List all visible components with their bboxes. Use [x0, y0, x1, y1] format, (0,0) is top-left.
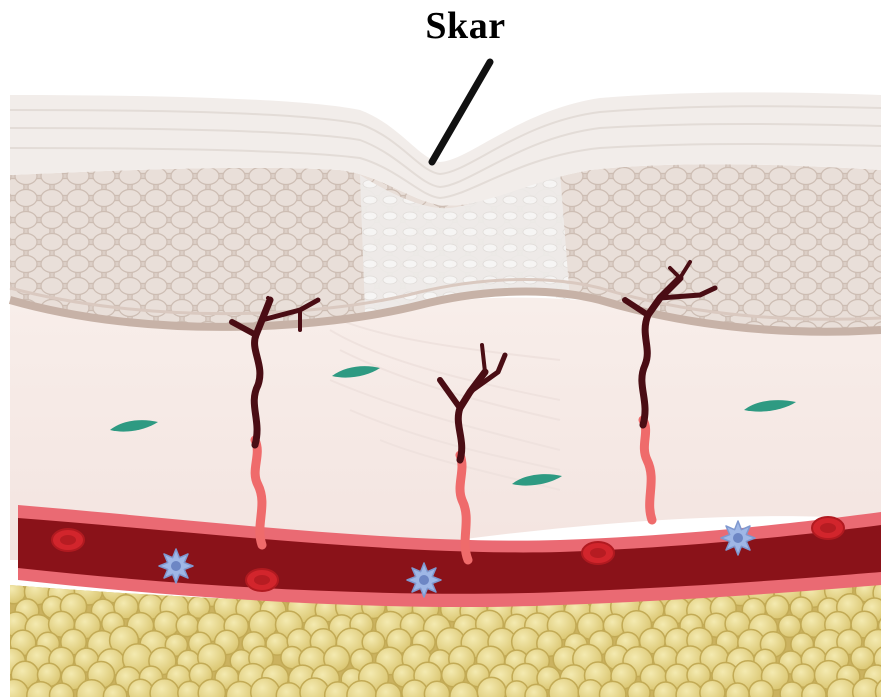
red-blood-cell-center	[254, 575, 270, 585]
fat-cell	[178, 681, 201, 697]
fat-cell	[128, 679, 153, 697]
red-blood-cell-center	[590, 548, 606, 558]
immune-cell-nucleus	[419, 575, 429, 585]
immune-cell-nucleus	[171, 561, 181, 571]
immune-cell-nucleus	[733, 533, 743, 543]
fat-cell	[628, 682, 650, 697]
red-blood-cell-center	[60, 535, 76, 545]
fat-cell	[749, 681, 773, 697]
red-blood-cell-center	[820, 523, 836, 533]
